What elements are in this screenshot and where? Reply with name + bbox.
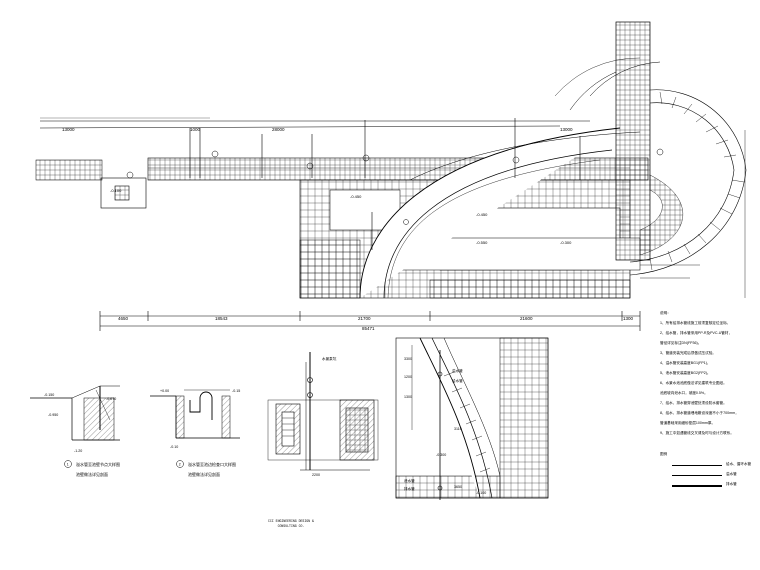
pump-pit-detail xyxy=(267,352,379,471)
detail-1-number: 1 xyxy=(67,463,69,467)
dim-top-mid: 28000 xyxy=(272,127,285,132)
legend-heading-row: 图例 xyxy=(660,451,756,461)
detail-1-levels: -0.150 -0.070 -0.950 -1.20 xyxy=(44,393,116,453)
note-item: 3、管道安装完成后须做试压试验。 xyxy=(660,351,716,355)
section-label: 溢水管 xyxy=(452,368,463,373)
section-level: -0.300 xyxy=(436,453,446,457)
section-detail xyxy=(395,337,549,500)
section-dim-bottom: 3650 xyxy=(454,485,462,489)
note-item: 9、施工中如遇管线交叉请及时与设计方联系。 xyxy=(660,431,734,435)
note-item: 4、溢水管安装高度BG1(FP1)， xyxy=(660,361,711,365)
note-item: 池底坡向泄水口，坡度0.5%。 xyxy=(660,391,708,395)
dim-seg-4: 21600 xyxy=(520,316,533,321)
dim-top-right: 13000 xyxy=(560,127,573,132)
plan-dimensions: 13000 28000 13000 1000 4650 18543 21700 … xyxy=(62,127,634,331)
dim-overall: 85471 xyxy=(362,326,375,331)
company-footer: CCI ENGINEERING DESIGN & CONSULTING CO. xyxy=(268,519,314,529)
main-plan xyxy=(35,21,747,331)
level-label: -1.20 xyxy=(74,449,82,453)
note-item: 2、给水管，排水管采用PP-R及PVC-U管材， xyxy=(660,331,733,335)
detail-2-levels: +0.00 -0.15 -0.10 xyxy=(160,389,240,449)
legend-item: 排水管 xyxy=(660,481,756,491)
detail-width-dim: 2200 xyxy=(312,473,320,477)
section-dim-h: 3110 xyxy=(454,427,462,431)
footer-line-1: CCI ENGINEERING DESIGN & xyxy=(268,519,314,523)
legend-item: 给水、循环水管 xyxy=(660,461,756,471)
note-item: 8、给水，排水管道埋地敷设深度不小于700mm， xyxy=(660,411,739,415)
note-item: 管径详见标注DN(FP36)。 xyxy=(660,341,702,345)
level-label: -0.450 xyxy=(476,212,488,217)
legend-heading: 图例 xyxy=(660,452,668,456)
note-item: 6、水景水池池底做法详见建筑专业图纸。 xyxy=(660,381,727,385)
level-label: -0.100 xyxy=(110,188,122,193)
section-dim-v2: 1200 xyxy=(404,375,412,379)
detail-titles: 1 溢水管至池壁节点大样图 池壁做法详见剖面 2 溢水管至池边检查口大样图 池壁… xyxy=(64,460,236,477)
level-label: +0.00 xyxy=(160,389,169,393)
note-item: 管道基础采用细砂垫层100mm厚。 xyxy=(660,421,716,425)
note-item: 7、给水、排水管穿池壁处须设防水套管。 xyxy=(660,401,727,405)
section-label: 给水管 xyxy=(452,378,463,383)
plan-levels: -0.450 -0.550 -0.300 -0.450 -0.100 xyxy=(110,188,572,245)
level-label: -0.550 xyxy=(476,240,488,245)
legend-line-drain xyxy=(672,485,722,487)
level-label: -0.15 xyxy=(232,389,240,393)
level-label: -0.300 xyxy=(560,240,572,245)
section-label: 泄水管 xyxy=(404,478,415,483)
dim-small-2: 1300 xyxy=(623,316,634,321)
detail-2-subtitle: 池壁做法详见剖面 xyxy=(188,471,220,477)
section-dim-v1: 3300 xyxy=(404,357,412,361)
detail-2-number: 2 xyxy=(179,463,181,467)
dim-seg-1: 4650 xyxy=(118,316,129,321)
pump-pit-labels: 水景泵坑 2200 xyxy=(312,356,337,477)
section-labels: 3300 1200 1300 3110 3650 -0.300 -0.100 溢… xyxy=(404,357,486,495)
dim-seg-3: 21700 xyxy=(358,316,371,321)
legend-line-overflow xyxy=(672,475,722,476)
note-item: 5、泄水管安装高度BG2(FP2)。 xyxy=(660,371,711,375)
detail-1-title: 溢水管至池壁节点大样图 xyxy=(76,461,120,467)
footer-line-2: CONSULTING CO. xyxy=(277,524,305,528)
level-label: -0.070 xyxy=(106,397,116,401)
level-label: -0.950 xyxy=(48,413,58,417)
legend-label: 溢水管 xyxy=(726,472,737,476)
dim-seg-2: 18543 xyxy=(215,316,228,321)
legend-item: 溢水管 xyxy=(660,471,756,481)
legend-line-supply xyxy=(672,465,722,466)
legend: 图例 给水、循环水管 溢水管 排水管 xyxy=(660,451,756,491)
section-level: -0.100 xyxy=(476,491,486,495)
legend-label: 排水管 xyxy=(726,482,737,486)
detail-2-drawing xyxy=(150,389,240,439)
note-item: 1、所有给排水管线施工前须复核定位坐标。 xyxy=(660,321,731,325)
detail-2-title: 溢水管至池边检查口大样图 xyxy=(188,461,236,467)
level-label: -0.450 xyxy=(350,194,362,199)
level-label: -0.10 xyxy=(170,445,178,449)
pump-pit-label: 水景泵坑 xyxy=(322,356,337,361)
section-dim-v3: 1300 xyxy=(404,395,412,399)
design-notes: 说明： 1、所有给排水管线施工前须复核定位坐标。 2、给水管，排水管采用PP-R… xyxy=(660,308,756,438)
dim-small-1: 1000 xyxy=(190,127,201,132)
legend-label: 给水、循环水管 xyxy=(726,462,752,466)
level-label: -0.150 xyxy=(44,393,54,397)
notes-heading: 说明： xyxy=(660,311,671,315)
section-label: 排水管 xyxy=(404,486,415,491)
dim-top-left: 13000 xyxy=(62,127,75,132)
detail-1-drawing xyxy=(30,385,120,441)
detail-1-subtitle: 池壁做法详见剖面 xyxy=(76,471,108,477)
